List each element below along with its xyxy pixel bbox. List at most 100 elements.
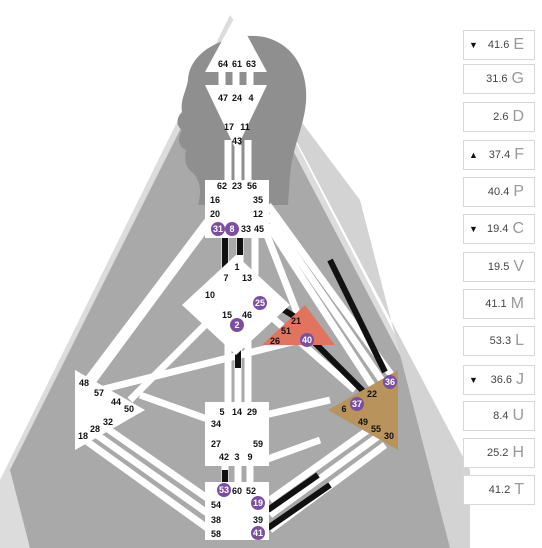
gate-17: 17 <box>224 122 234 132</box>
gate-61: 61 <box>232 59 242 69</box>
gate-52: 52 <box>246 486 256 496</box>
activation-value: 41.2 <box>488 484 511 496</box>
arrow-down-icon: ▼ <box>469 40 478 50</box>
gate-48: 48 <box>79 378 89 388</box>
gate-35: 35 <box>253 195 263 205</box>
gate-20: 20 <box>210 209 220 219</box>
gate-14: 14 <box>232 407 242 417</box>
gate-13: 13 <box>242 273 252 283</box>
gate-54: 54 <box>211 500 221 510</box>
planet-letter: D <box>512 108 524 125</box>
gate-23: 23 <box>232 181 242 191</box>
arrow-down-icon: ▼ <box>469 375 478 385</box>
gate-51: 51 <box>281 326 291 336</box>
gate-34: 34 <box>211 419 221 429</box>
sacral-center <box>205 402 269 466</box>
gate-33: 33 <box>241 224 251 234</box>
gate-53: 53 <box>219 485 229 495</box>
activation-value: 2.6 <box>493 111 509 123</box>
activation-circles <box>211 222 397 540</box>
activation-value: 25.2 <box>487 447 509 459</box>
gate-36: 36 <box>385 377 395 387</box>
gate-62: 62 <box>217 181 227 191</box>
planet-letter: M <box>510 295 524 312</box>
planet-letter: V <box>513 258 524 275</box>
planet-letter: C <box>512 220 524 237</box>
activation-card[interactable]: ▼ 36.6 J <box>463 365 535 395</box>
gate-37: 37 <box>352 399 362 409</box>
gate-29: 29 <box>247 407 257 417</box>
gate-5: 5 <box>219 407 224 417</box>
activation-value: 36.6 <box>490 374 512 386</box>
gate-47: 47 <box>218 93 228 103</box>
gate-63: 63 <box>246 59 256 69</box>
planet-letter: J <box>516 371 524 388</box>
gate-38: 38 <box>211 515 221 525</box>
aura-light-right <box>230 15 470 548</box>
gate-43: 43 <box>232 136 242 146</box>
planet-letter: U <box>512 407 524 424</box>
gate-41: 41 <box>253 528 263 538</box>
gate-24: 24 <box>232 93 242 103</box>
activation-value: 40.4 <box>487 186 510 198</box>
gate-15: 15 <box>222 310 232 320</box>
gate-3: 3 <box>234 452 239 462</box>
ajna-center <box>205 85 267 150</box>
gate-19: 19 <box>253 498 263 508</box>
gate-1: 1 <box>234 262 239 272</box>
activation-value: 8.4 <box>493 410 509 422</box>
gate-46: 46 <box>242 310 252 320</box>
gate-11: 11 <box>240 122 250 132</box>
gate-32: 32 <box>103 417 113 427</box>
gate-45: 45 <box>254 224 264 234</box>
activation-value: 53.3 <box>489 335 512 347</box>
gate-59: 59 <box>253 439 263 449</box>
arrow-up-icon: ▲ <box>469 150 478 160</box>
activation-value: 41.6 <box>487 39 510 51</box>
spleen-center <box>75 370 145 450</box>
planet-letter: T <box>514 481 524 498</box>
gate-21: 21 <box>291 316 301 326</box>
gate-12: 12 <box>253 209 263 219</box>
gate-8: 8 <box>229 224 234 234</box>
gate-22: 22 <box>367 389 377 399</box>
activation-value: 19.4 <box>487 223 509 235</box>
gate-9: 9 <box>247 452 252 462</box>
planet-letter: F <box>514 146 524 163</box>
gate-25: 25 <box>255 298 265 308</box>
gate-60: 60 <box>232 486 242 496</box>
gate-31: 31 <box>213 224 223 234</box>
gate-18: 18 <box>78 431 88 441</box>
planet-letter: E <box>513 36 524 53</box>
gate-26: 26 <box>270 336 280 346</box>
gate-49: 49 <box>358 417 368 427</box>
gate-39: 39 <box>253 515 263 525</box>
gate-7: 7 <box>223 273 228 283</box>
planet-letter: L <box>515 332 524 349</box>
gate-27: 27 <box>211 439 221 449</box>
planet-letter: G <box>511 70 524 87</box>
solar-plexus-center <box>328 370 398 450</box>
gate-64: 64 <box>218 59 228 69</box>
gate-42: 42 <box>219 452 229 462</box>
gate-4: 4 <box>248 93 253 103</box>
gate-30: 30 <box>384 431 394 441</box>
heart-center <box>262 305 335 345</box>
head-center <box>205 15 267 72</box>
gate-16: 16 <box>210 195 220 205</box>
